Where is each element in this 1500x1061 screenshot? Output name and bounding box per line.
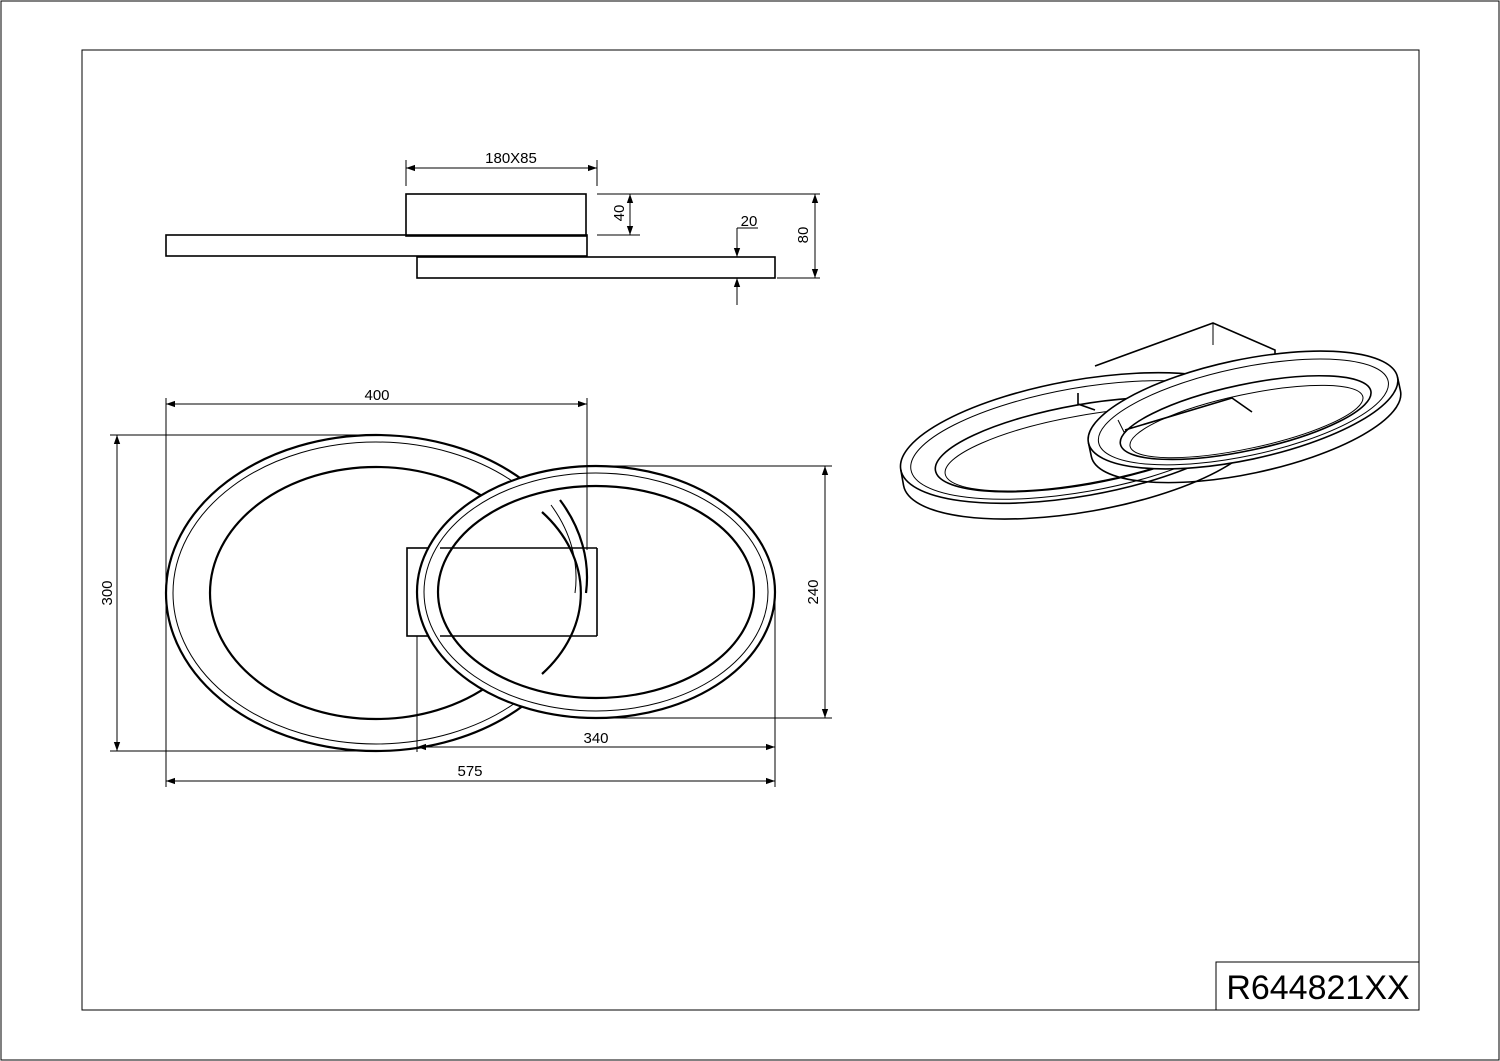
drawing-code: R644821XX <box>1226 969 1409 1007</box>
side-view: 180X85 40 80 20 <box>165 150 820 305</box>
small-ring-depth-dimension: 240 <box>805 579 822 604</box>
mount-plate-dimension: 180X85 <box>485 150 537 167</box>
total-depth-dimension: 300 <box>99 580 116 605</box>
small-ring-hole <box>436 484 756 700</box>
small-ring-width-dimension: 340 <box>583 730 608 747</box>
ring-thickness-dimension: 20 <box>741 213 758 230</box>
large-ring-visible-arc <box>541 511 582 675</box>
iso-small-ring-inner <box>1119 374 1372 461</box>
total-width-dimension: 575 <box>457 763 482 780</box>
large-ring-profile <box>165 234 588 257</box>
isometric-view <box>899 322 1402 520</box>
iso-inner-mount-bar <box>1124 397 1253 431</box>
mount-block <box>405 193 587 237</box>
small-ring-profile <box>416 256 776 279</box>
mount-height-dimension: 40 <box>611 205 628 222</box>
drawing-border <box>81 49 1420 1011</box>
small-ring-outer-inner-edge <box>423 472 769 712</box>
title-block <box>1215 961 1420 1011</box>
large-ring-width-dimension: 400 <box>364 387 389 404</box>
total-height-dimension: 80 <box>795 227 812 244</box>
top-view: 400 300 240 340 575 <box>99 387 832 787</box>
